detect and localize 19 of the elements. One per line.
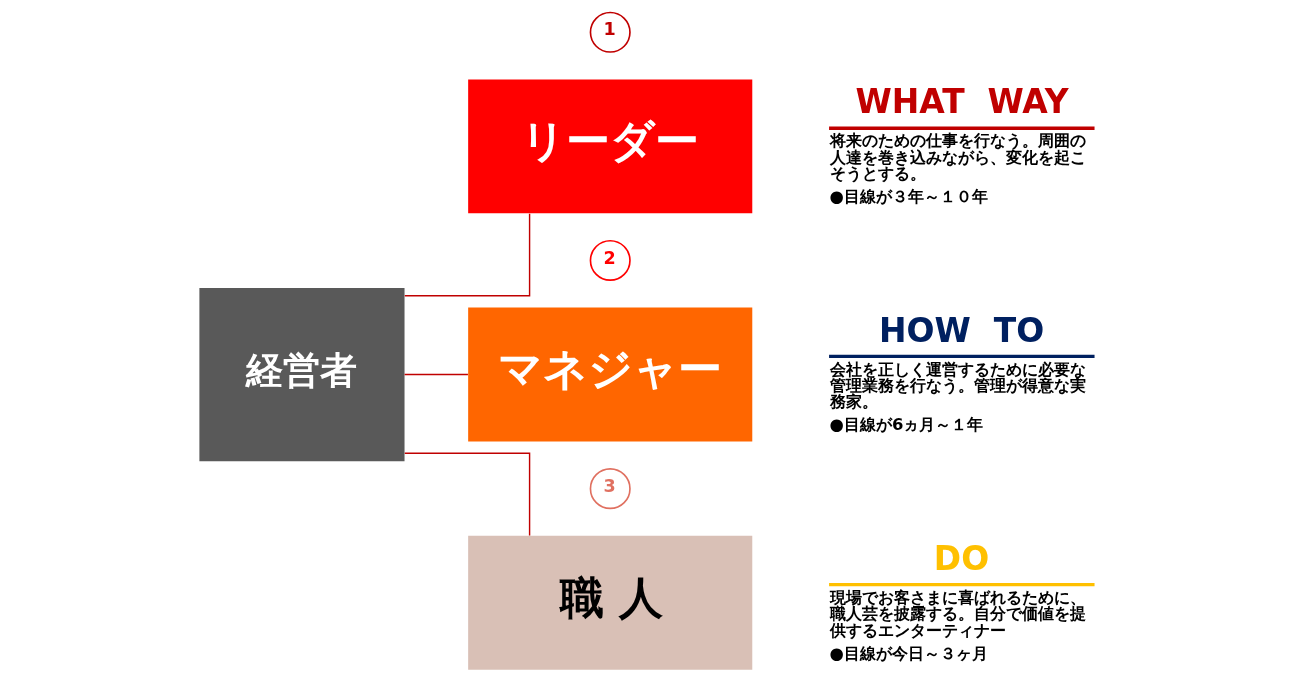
node-label: ●目線が6ヵ月～１年 [829, 415, 984, 435]
node-label: WHAT WAY [855, 82, 1069, 122]
node-box: 経営者 [199, 287, 405, 462]
connector [404, 452, 531, 537]
node-circle: 1 [589, 11, 631, 53]
connector [403, 373, 469, 376]
node-label: 会社を正しく運営するために必要な管理業務を行なう。管理が得意な実務家。 [829, 359, 1086, 412]
node-circle: 3 [589, 468, 631, 510]
node-circle: 2 [589, 239, 631, 282]
node-box: マネジャー [468, 307, 753, 442]
node-label: DO [933, 538, 990, 578]
node-label: ●目線が今日～３ヶ月 [829, 643, 988, 663]
node-box: リーダー [468, 79, 753, 214]
node-box: 職 人 [468, 535, 753, 670]
node-label: ●目線が３年～１０年 [829, 187, 988, 207]
node-label: HOW TO [878, 310, 1045, 350]
connector [404, 212, 531, 297]
node-label: 現場でお客さまに喜ばれるために、職人芸を披露する。自分で価値を提供するエンターティナー [829, 587, 1086, 640]
node-label: 将来のための仕事を行なう。周囲の人達を巻き込みながら、変化を起こそうとする。 [829, 131, 1086, 184]
